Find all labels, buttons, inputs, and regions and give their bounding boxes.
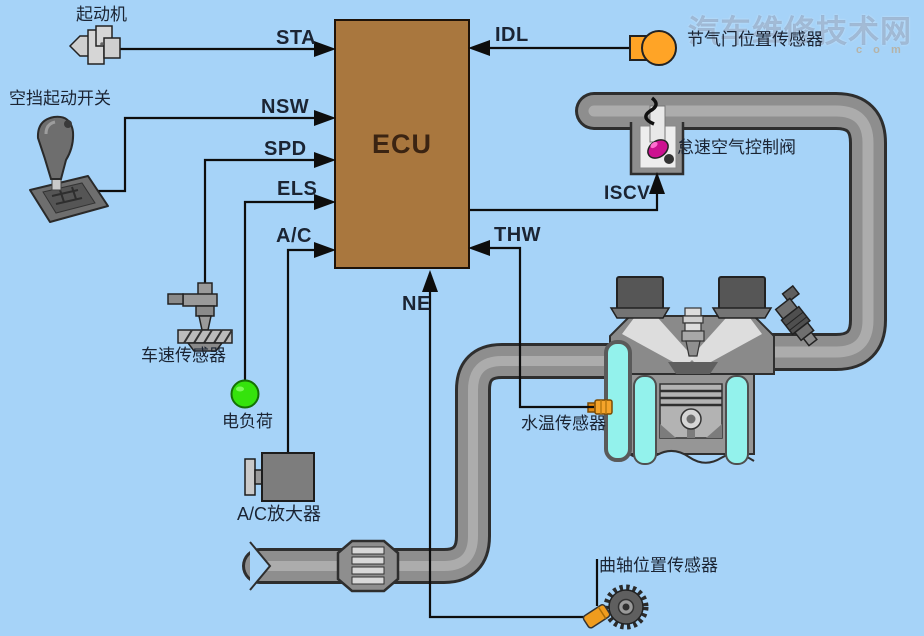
ecu-box: [334, 19, 470, 269]
iscv-spring: [644, 96, 658, 126]
signal-iscv: ISCV: [604, 183, 651, 204]
starter-icon: [68, 25, 121, 65]
signal-sta: STA: [276, 27, 317, 49]
water-temp-sensor-label: 水温传感器: [521, 414, 606, 433]
wire-nsw: [86, 116, 316, 193]
spark-plug: [681, 307, 705, 357]
fuel-injector: [774, 284, 818, 347]
coolant-jacket-left: [633, 375, 657, 465]
signal-ac: A/C: [276, 225, 312, 247]
idle-air-control-valve: [629, 96, 685, 176]
throttle-position-sensor-icon: [629, 30, 677, 66]
wire-iscv: [470, 193, 659, 212]
piston: [659, 383, 723, 439]
signal-idl: IDL: [495, 24, 529, 46]
electrical-load-icon: [230, 379, 260, 409]
signal-spd: SPD: [264, 138, 307, 160]
wire-spd: [203, 158, 316, 284]
watermark: 汽车维修技术网: [688, 14, 912, 49]
signal-els: ELS: [277, 178, 318, 200]
neutral-start-switch-label: 空挡起动开关: [9, 89, 111, 108]
intake-pipe: [575, 92, 887, 371]
watermark-sub: c o m: [856, 44, 905, 56]
speed-sensor-label: 车速传感器: [141, 346, 226, 365]
ac-amplifier-icon: [244, 452, 315, 502]
electrical-load-label: 电负荷: [222, 412, 273, 431]
signal-arrowheads: [314, 40, 665, 292]
wire-thw: [488, 246, 594, 409]
signal-nsw: NSW: [261, 96, 310, 118]
wire-ne: [428, 291, 594, 619]
coolant-jacket-right: [725, 375, 749, 465]
crank-sensor-label: 曲轴位置传感器: [599, 556, 718, 575]
wire-ac: [286, 248, 316, 453]
signal-thw: THW: [494, 224, 542, 246]
exhaust-pipe: [242, 343, 636, 593]
engine-cylinder: [604, 276, 775, 483]
signal-ne: NE: [402, 293, 431, 315]
gear-shifter-icon: [29, 115, 109, 223]
iscv-label: 怠速空气控制阀: [677, 138, 796, 157]
pipe-flex-section: [336, 539, 400, 593]
wire-els: [243, 200, 316, 381]
signal-wires: [86, 46, 659, 619]
ac-amplifier-label: A/C放大器: [237, 504, 322, 524]
speed-sensor-icon: [167, 282, 233, 352]
throttle-sensor-label: 节气门位置传感器: [687, 30, 823, 49]
starter-label: 起动机: [76, 5, 127, 24]
ecu-label: ECU: [371, 128, 432, 159]
crank-sensor-icon: [582, 584, 649, 630]
intake-runners: [609, 276, 773, 319]
